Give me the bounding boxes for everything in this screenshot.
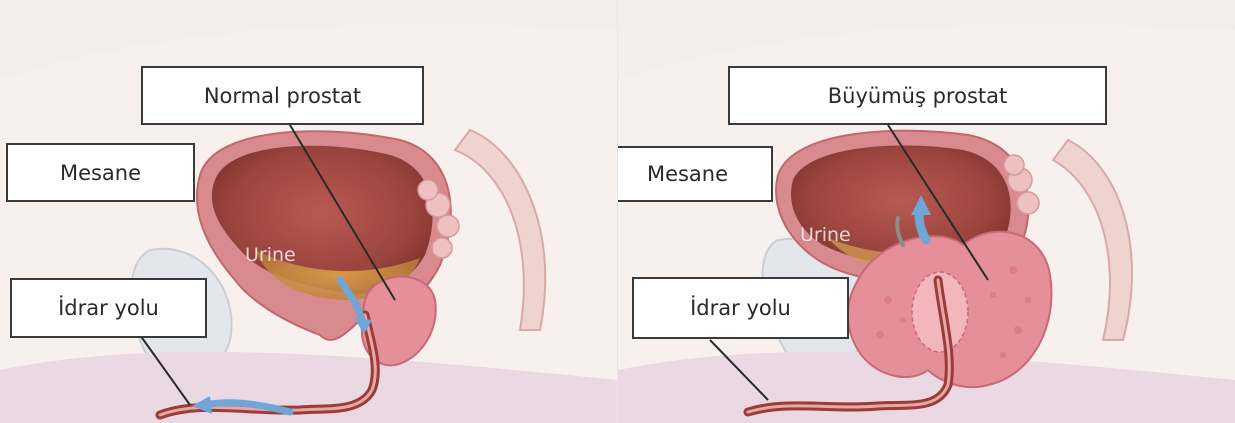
urine-label: Urine bbox=[800, 224, 851, 246]
enlarged-prostate-label: Büyümüş prostat bbox=[728, 66, 1107, 125]
normal-prostate-illustration bbox=[0, 0, 617, 423]
bladder-label: Mesane bbox=[6, 143, 195, 202]
normal-prostate-label: Normal prostat bbox=[141, 66, 424, 125]
enlarged-prostate-panel: Büyümüş prostat Mesane İdrar yolu Urine bbox=[618, 0, 1235, 423]
urethra-label: İdrar yolu bbox=[632, 277, 849, 339]
normal-prostate-panel: Normal prostat Mesane İdrar yolu Urine bbox=[0, 0, 617, 423]
bladder-label: Mesane bbox=[618, 146, 773, 202]
urethra-label: İdrar yolu bbox=[10, 278, 207, 338]
urine-label: Urine bbox=[245, 244, 296, 266]
enlarged-prostate-illustration bbox=[618, 0, 1235, 423]
